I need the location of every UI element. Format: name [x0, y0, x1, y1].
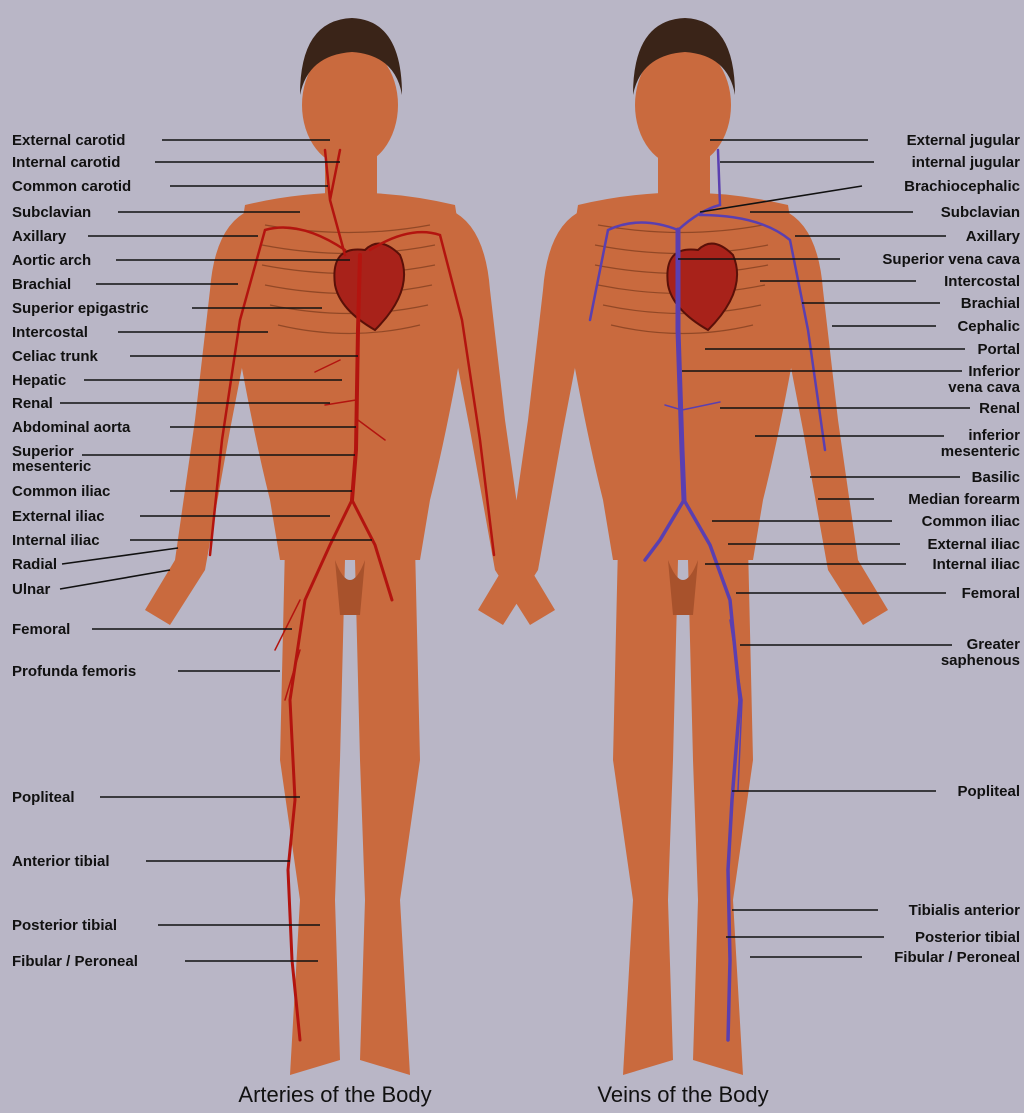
- veins-figure: [478, 18, 888, 1075]
- artery-label: mesenteric: [12, 458, 91, 475]
- artery-label: Posterior tibial: [12, 917, 117, 934]
- vein-label: mesenteric: [941, 443, 1020, 460]
- artery-label: External iliac: [12, 508, 105, 525]
- artery-label: Renal: [12, 395, 53, 412]
- vein-label: Inferior: [968, 363, 1020, 380]
- veins-caption: Veins of the Body: [597, 1082, 768, 1107]
- vein-label: Tibialis anterior: [909, 902, 1021, 919]
- vein-label: Renal: [979, 400, 1020, 417]
- vein-label: Popliteal: [957, 783, 1020, 800]
- vein-label: External iliac: [927, 536, 1020, 553]
- vein-label: Cephalic: [957, 318, 1020, 335]
- artery-label: External carotid: [12, 132, 125, 149]
- artery-label: Celiac trunk: [12, 348, 99, 365]
- artery-label: Popliteal: [12, 789, 75, 806]
- artery-label: Axillary: [12, 228, 67, 245]
- vein-label: Median forearm: [908, 491, 1020, 508]
- artery-label: Brachial: [12, 276, 71, 293]
- artery-label: Common iliac: [12, 483, 110, 500]
- vein-label: internal jugular: [912, 154, 1021, 171]
- vein-label: Subclavian: [941, 204, 1020, 221]
- artery-label: Femoral: [12, 621, 70, 638]
- artery-label: Internal iliac: [12, 532, 100, 549]
- vein-label: Fibular / Peroneal: [894, 949, 1020, 966]
- vein-label: Brachiocephalic: [904, 178, 1020, 195]
- vein-label: saphenous: [941, 652, 1020, 669]
- vein-label: Basilic: [972, 469, 1020, 486]
- artery-label: Intercostal: [12, 324, 88, 341]
- vein-label: vena cava: [948, 379, 1020, 396]
- vein-label: Superior vena cava: [882, 251, 1020, 268]
- arteries-caption: Arteries of the Body: [238, 1082, 431, 1107]
- vein-label: External jugular: [907, 132, 1021, 149]
- artery-label: Abdominal aorta: [12, 419, 131, 436]
- artery-label: Aortic arch: [12, 252, 91, 269]
- artery-label: Ulnar: [12, 581, 51, 598]
- vein-label: Posterior tibial: [915, 929, 1020, 946]
- vein-label: Femoral: [962, 585, 1020, 602]
- artery-label: Hepatic: [12, 372, 66, 389]
- artery-label: Subclavian: [12, 204, 91, 221]
- vein-label: Internal iliac: [932, 556, 1020, 573]
- vein-label: Common iliac: [922, 513, 1020, 530]
- artery-label: Superior epigastric: [12, 300, 149, 317]
- artery-label: Profunda femoris: [12, 663, 136, 680]
- vein-label: Axillary: [966, 228, 1021, 245]
- vein-label: Portal: [977, 341, 1020, 358]
- artery-label: Radial: [12, 556, 57, 573]
- artery-label: Anterior tibial: [12, 853, 110, 870]
- vein-label: Intercostal: [944, 273, 1020, 290]
- artery-label: Common carotid: [12, 178, 131, 195]
- artery-label: Internal carotid: [12, 154, 120, 171]
- artery-label: Fibular / Peroneal: [12, 953, 138, 970]
- vein-label: Brachial: [961, 295, 1020, 312]
- vein-label: Greater: [967, 636, 1021, 653]
- arteries-figure: [145, 18, 555, 1075]
- vein-label: inferior: [968, 427, 1020, 444]
